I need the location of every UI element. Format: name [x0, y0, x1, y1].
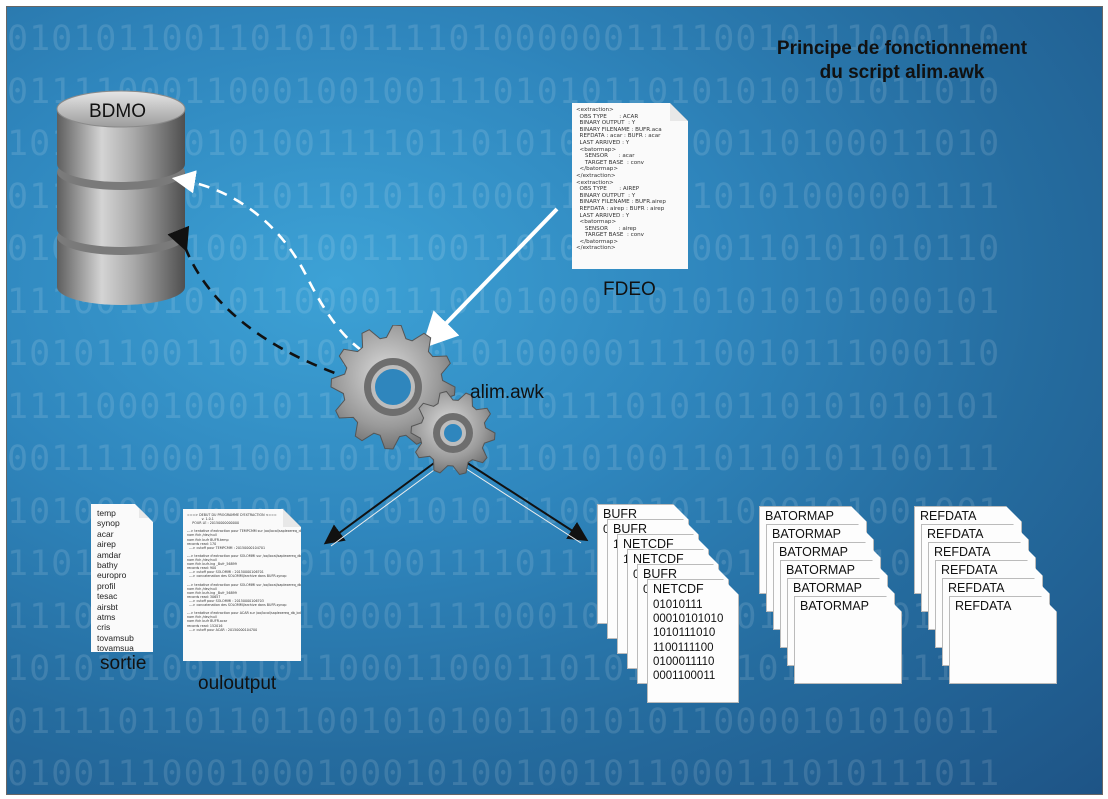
binary-row: 0100111000100010001010010010110001110101…: [7, 754, 1001, 794]
bufr-card-label: BUFR: [643, 567, 678, 581]
bufr-card-label: NETCDF: [653, 582, 704, 596]
title-line1: Principe de fonctionnement: [776, 38, 1028, 59]
refdata-card-label: REFDATA: [927, 527, 984, 541]
database-icon: [56, 90, 186, 305]
sortie-label: sortie: [100, 653, 147, 674]
sortie-item: atms: [97, 612, 116, 623]
binary-row: 0011110001100110101010110101001101101011…: [7, 439, 1001, 479]
sortie-item: tesac: [97, 591, 118, 602]
bufr-card-peek: 1: [613, 537, 620, 551]
diagram-canvas: 0101011001101010111101000000111100101110…: [6, 6, 1103, 795]
sortie-item: profil: [97, 580, 116, 591]
title-line2: du script alim.awk: [819, 62, 985, 83]
bufr-card-label: BUFR: [603, 507, 638, 521]
alim-to-output-arrow: [323, 454, 446, 545]
bufr-card-peek: 1: [623, 552, 630, 566]
refdata-card-label: REFDATA: [955, 599, 1012, 613]
batormap-card-label: BATORMAP: [779, 545, 848, 559]
bufr-card-peek: 0: [603, 522, 610, 536]
sortie-item: airsbt: [97, 601, 118, 612]
binary-line: 0001100011: [653, 670, 716, 683]
bufr-card-label: BUFR: [613, 522, 648, 536]
binary-line: 01010111: [653, 599, 703, 611]
fdeo-label: FDEO: [603, 279, 656, 300]
sortie-item: cris: [97, 622, 111, 633]
refdata-card-label: REFDATA: [920, 509, 977, 523]
sortie-item: acar: [97, 528, 114, 539]
batormap-card-label: BATORMAP: [800, 599, 869, 613]
batormap-card-label: BATORMAP: [765, 509, 834, 523]
alim-to-files-arrow-2: [450, 458, 582, 544]
refdata-card-label: REFDATA: [934, 545, 991, 559]
bufr-card-label: NETCDF: [633, 552, 684, 566]
refdata-card-label: REFDATA: [948, 581, 1005, 595]
bufr-card-label: NETCDF: [623, 537, 674, 551]
sortie-item: synop: [97, 518, 120, 529]
binary-row: 1111000100010110101001110111010101101010…: [7, 386, 1001, 427]
sortie-item: temp: [97, 508, 116, 518]
diagram-title: Principe de fonctionnement du script ali…: [727, 37, 1077, 85]
bdmo-label: BDMO: [89, 101, 146, 122]
batormap-card: BATORMAP: [794, 596, 902, 684]
binary-row: 1010110011010101111010100000111100101110…: [7, 334, 1001, 374]
refdata-card-label: REFDATA: [941, 563, 998, 577]
ouloutput-label: ouloutput: [198, 673, 277, 694]
fdeo-document: <extraction> OBS TYPE : ACAR BINARY OUTP…: [572, 103, 688, 269]
binary-line: 1010111010: [653, 627, 716, 640]
batormap-card-label: BATORMAP: [772, 527, 841, 541]
output-content: ===> DEBUT DU PROGRAMME D'EXTRACTION <==…: [187, 513, 312, 632]
alim-to-files-arrow: [454, 454, 589, 542]
refdata-card: REFDATA: [949, 596, 1057, 684]
alim-to-output-arrow-2: [330, 458, 450, 547]
binary-line: 00010101010: [653, 613, 724, 626]
batormap-card-label: BATORMAP: [786, 563, 855, 577]
flow-arrows: [167, 170, 589, 547]
binary-line: 1100111100: [653, 641, 714, 654]
output-document: ===> DEBUT DU PROGRAMME D'EXTRACTION <==…: [183, 509, 301, 661]
alim-label: alim.awk: [470, 382, 544, 403]
sortie-item: amdar: [97, 549, 122, 560]
sortie-item: tovamsua: [97, 643, 134, 654]
batormap-card-label: BATORMAP: [793, 581, 862, 595]
bufr-card-peek: 0: [643, 582, 650, 596]
fdeo-to-alim-arrow: [421, 207, 559, 349]
binary-row: 0111101101101100101010011010101100001010…: [7, 701, 1001, 742]
sortie-item: bathy: [97, 560, 118, 571]
sortie-item: europro: [97, 570, 127, 581]
gear-icon: [330, 325, 496, 475]
sortie-item: tovamsub: [97, 632, 134, 643]
fdeo-content: <extraction> OBS TYPE : ACAR BINARY OUTP…: [576, 107, 666, 252]
binary-line: 0100011110: [653, 655, 715, 668]
binary-row: 0101011001101010111101000000111100101110…: [7, 19, 1001, 59]
sortie-item: airep: [97, 539, 116, 550]
bufr-card-peek: 0: [633, 567, 640, 581]
